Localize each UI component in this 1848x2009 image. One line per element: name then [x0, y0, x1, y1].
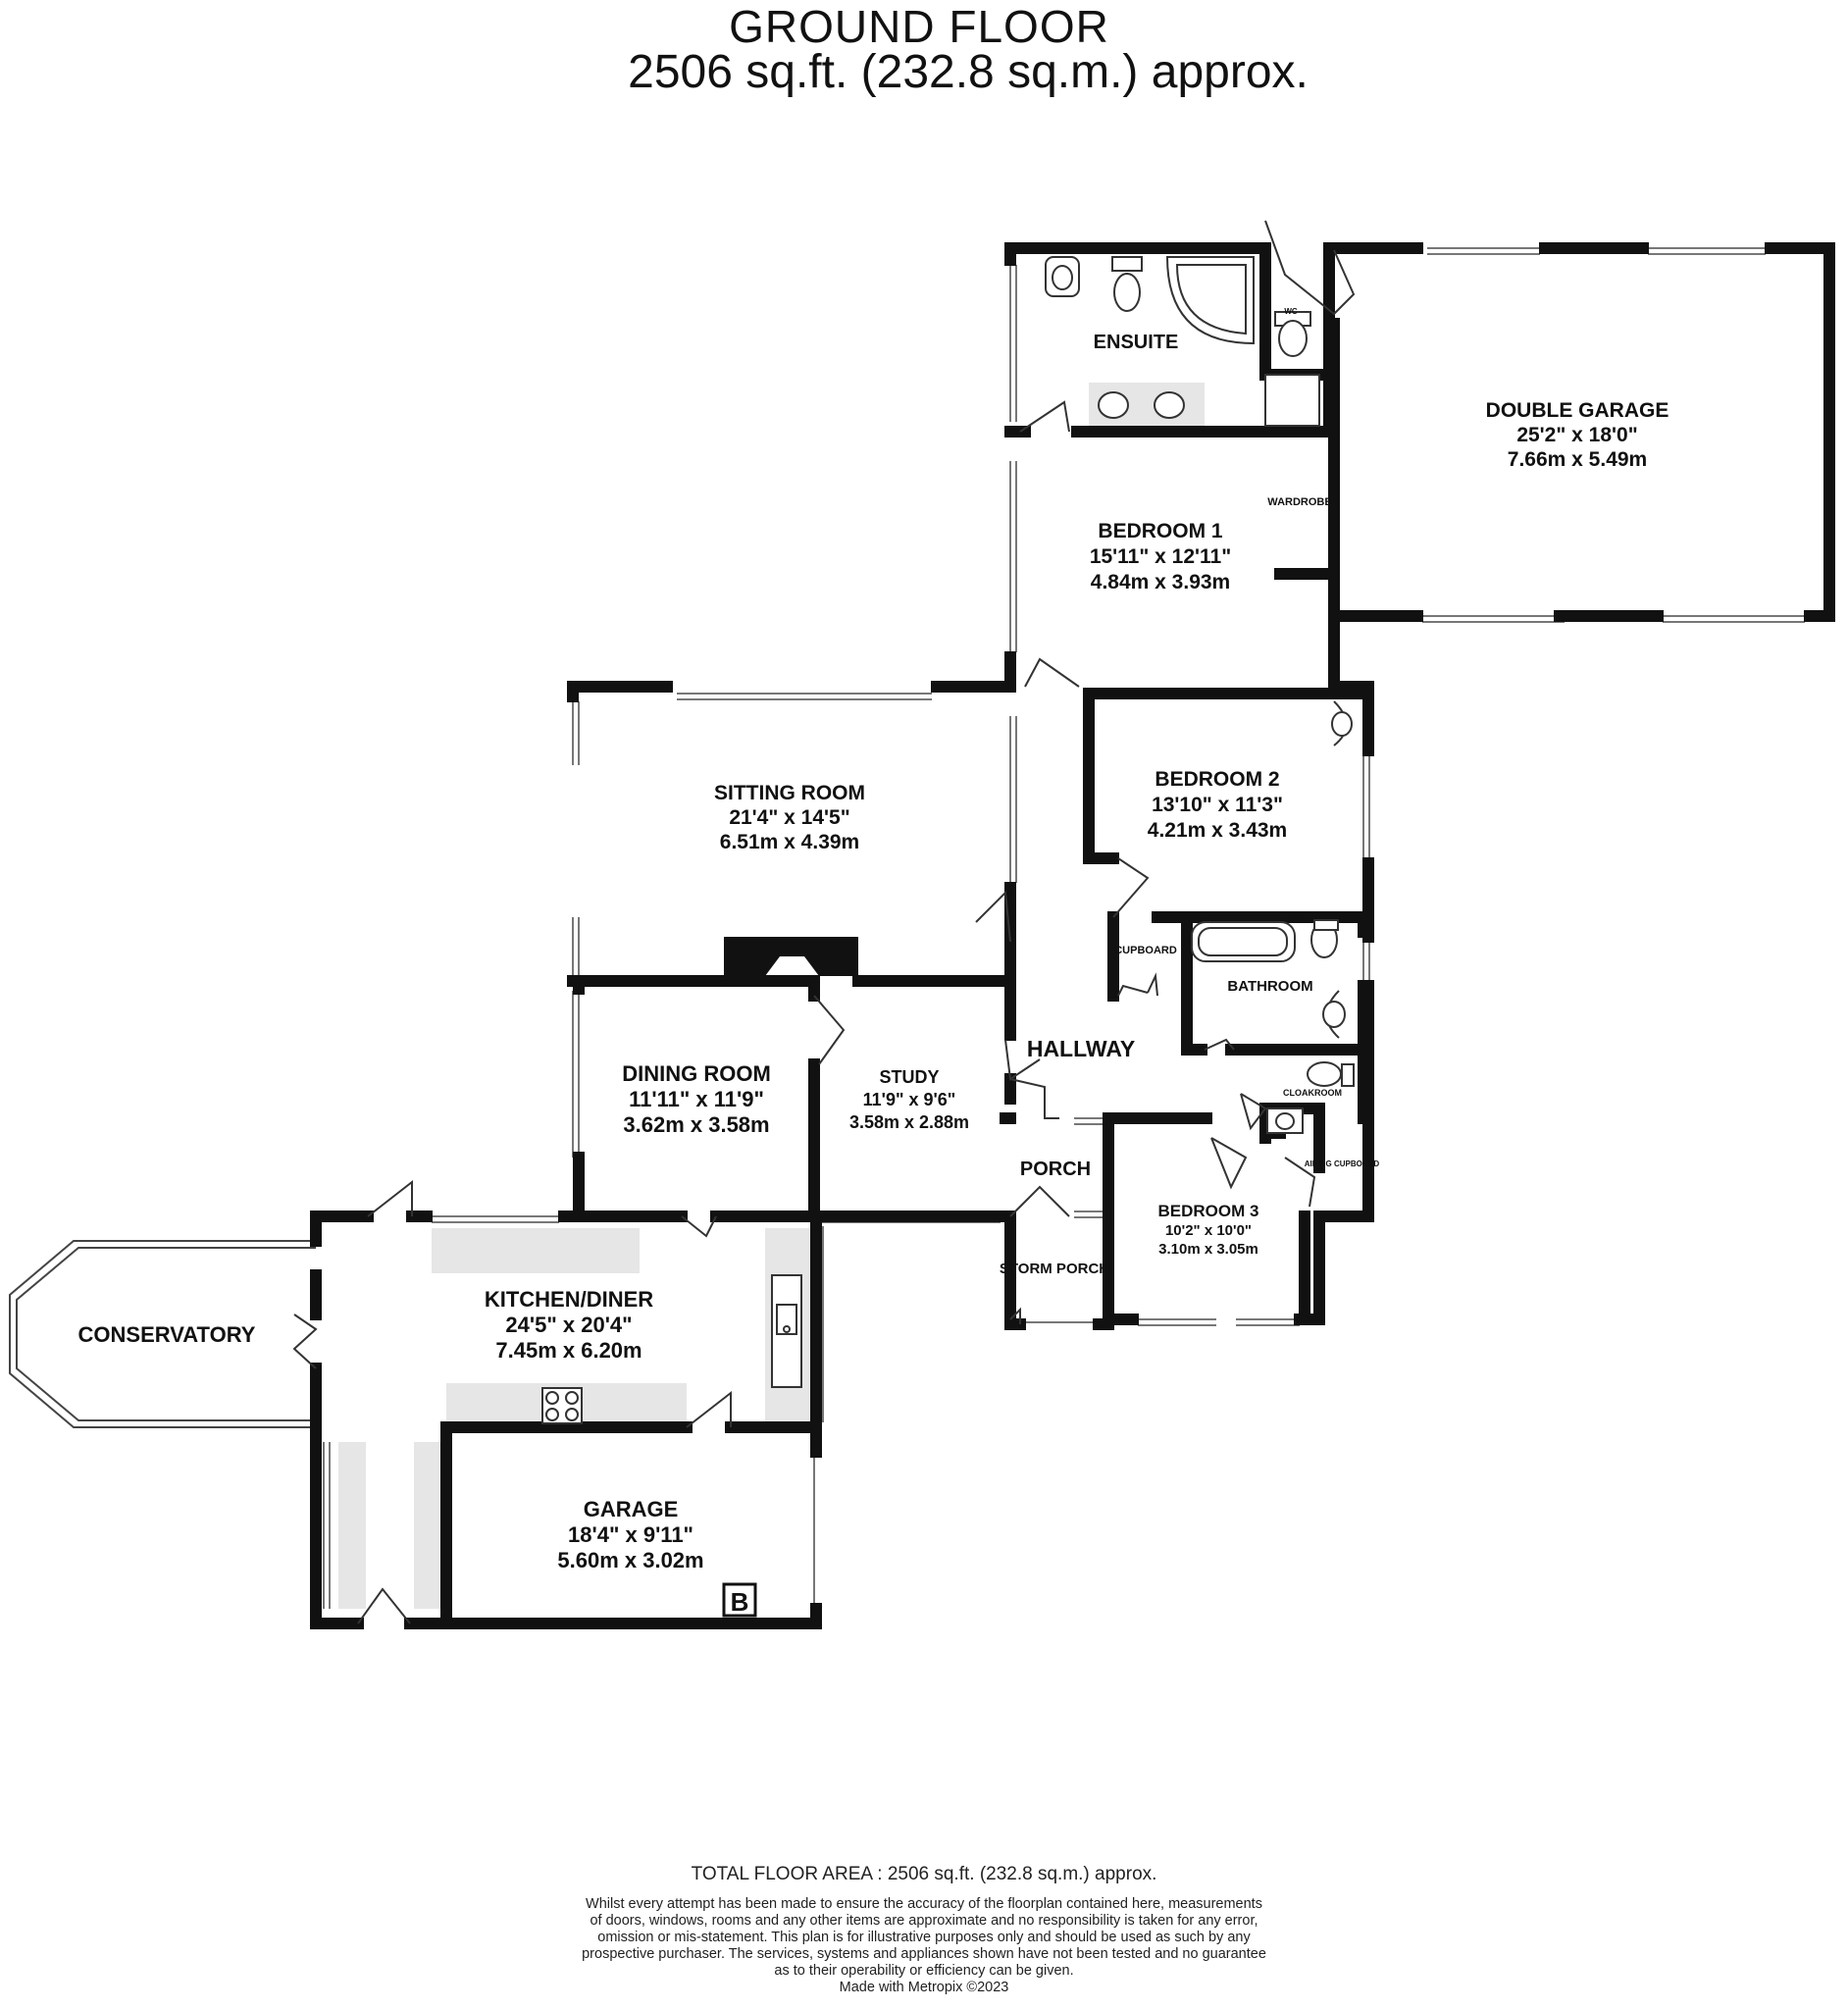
wc-toilet-icon — [1274, 311, 1311, 357]
ensuite-label: ENSUITE — [1094, 332, 1179, 353]
total-floor-area: TOTAL FLOOR AREA : 2506 sq.ft. (232.8 sq… — [691, 1864, 1157, 1884]
bedroom2-metric: 4.21m x 3.43m — [1148, 819, 1287, 842]
airing-cupboard-label: AIRING CUPBOARD — [1305, 1159, 1380, 1168]
bathroom-toilet-icon — [1310, 919, 1339, 958]
study-label: STUDY — [879, 1067, 939, 1087]
bedroom1-imperial: 15'11" x 12'11" — [1090, 545, 1231, 568]
bedroom1-label: BEDROOM 1 — [1098, 520, 1223, 542]
credit: Made with Metropix ©2023 — [839, 1980, 1009, 1995]
bedroom3-imperial: 10'2" x 10'0" — [1165, 1222, 1252, 1239]
bath-icon — [1191, 921, 1296, 962]
bedroom2-basin-icon — [1331, 700, 1353, 747]
boiler-icon: B — [722, 1582, 757, 1618]
double-garage-label: DOUBLE GARAGE — [1486, 399, 1669, 422]
hallway-label: HALLWAY — [1027, 1036, 1135, 1061]
ensuite-basin-icon — [1045, 256, 1080, 297]
wardrobe-label: WARDROBE — [1267, 496, 1331, 508]
disclaimer-line: as to their operability or efficiency ca… — [774, 1963, 1074, 1979]
floor-area-subtitle: 2506 sq.ft. (232.8 sq.m.) approx. — [628, 46, 1309, 98]
boiler-label: B — [731, 1587, 749, 1617]
wc-label: WC — [1284, 307, 1298, 316]
study-metric: 3.58m x 2.88m — [849, 1112, 969, 1132]
hob-icon — [541, 1387, 583, 1424]
disclaimer-line: prospective purchaser. The services, sys… — [582, 1946, 1266, 1962]
disclaimer: Whilst every attempt has been made to en… — [0, 1896, 1848, 1996]
bedroom2-imperial: 13'10" x 11'3" — [1152, 794, 1283, 816]
porch-label: PORCH — [1020, 1159, 1091, 1180]
study-imperial: 11'9" x 9'6" — [863, 1090, 956, 1109]
garage-label: GARAGE — [584, 1497, 679, 1521]
bedroom2-label: BEDROOM 2 — [1155, 768, 1279, 791]
cloakroom-label: CLOAKROOM — [1283, 1088, 1342, 1098]
twin-basin-icons — [1098, 391, 1185, 419]
bedroom1-metric: 4.84m x 3.93m — [1091, 571, 1230, 593]
dining-room-metric: 3.62m x 3.58m — [623, 1112, 769, 1137]
corner-bath-icon — [1165, 256, 1255, 345]
disclaimer-line: of doors, windows, rooms and any other i… — [590, 1913, 1258, 1929]
cloakroom-basin-icon — [1266, 1108, 1304, 1134]
door-swings — [292, 220, 1356, 1624]
disclaimer-line: Whilst every attempt has been made to en… — [586, 1896, 1262, 1912]
garage-metric: 5.60m x 3.02m — [557, 1548, 703, 1572]
kitchen-imperial: 24'5" x 20'4" — [505, 1313, 632, 1337]
sink-icon — [771, 1274, 802, 1388]
shower-tray-icon — [1264, 374, 1320, 427]
double-garage-imperial: 25'2" x 18'0" — [1516, 424, 1637, 446]
sitting-room-imperial: 21'4" x 14'5" — [729, 806, 849, 829]
sitting-room-label: SITTING ROOM — [714, 782, 865, 804]
double-garage-metric: 7.66m x 5.49m — [1508, 448, 1647, 471]
fireplace — [724, 937, 858, 976]
bedroom3-metric: 3.10m x 3.05m — [1158, 1241, 1258, 1258]
conservatory-label: CONSERVATORY — [78, 1322, 256, 1347]
storm-porch-label: STORM PORCH — [1000, 1261, 1109, 1277]
dining-room-imperial: 11'11" x 11'9" — [629, 1087, 764, 1111]
bedroom3-label: BEDROOM 3 — [1158, 1202, 1259, 1220]
kitchen-metric: 7.45m x 6.20m — [495, 1338, 642, 1363]
garage-imperial: 18'4" x 9'11" — [568, 1522, 693, 1547]
room-labels: ENSUITE WC DOUBLE GARAGE 25'2" x 18'0" 7… — [78, 307, 1669, 1572]
bathroom-label: BATHROOM — [1227, 978, 1312, 995]
walls — [310, 242, 1835, 1629]
dining-room-label: DINING ROOM — [622, 1061, 771, 1086]
ensuite-toilet-icon — [1111, 256, 1143, 312]
sitting-room-metric: 6.51m x 4.39m — [720, 831, 859, 853]
kitchen-label: KITCHEN/DINER — [485, 1287, 653, 1312]
sanitary-fixtures — [541, 256, 1355, 1424]
cupboard-label: CUPBOARD — [1114, 945, 1177, 956]
bathroom-basin-icon — [1322, 990, 1346, 1039]
cloakroom-toilet-icon — [1307, 1061, 1355, 1087]
conservatory-outline — [9, 1240, 316, 1428]
disclaimer-line: omission or mis-statement. This plan is … — [597, 1930, 1251, 1945]
floor-title: GROUND FLOOR — [729, 1, 1109, 52]
